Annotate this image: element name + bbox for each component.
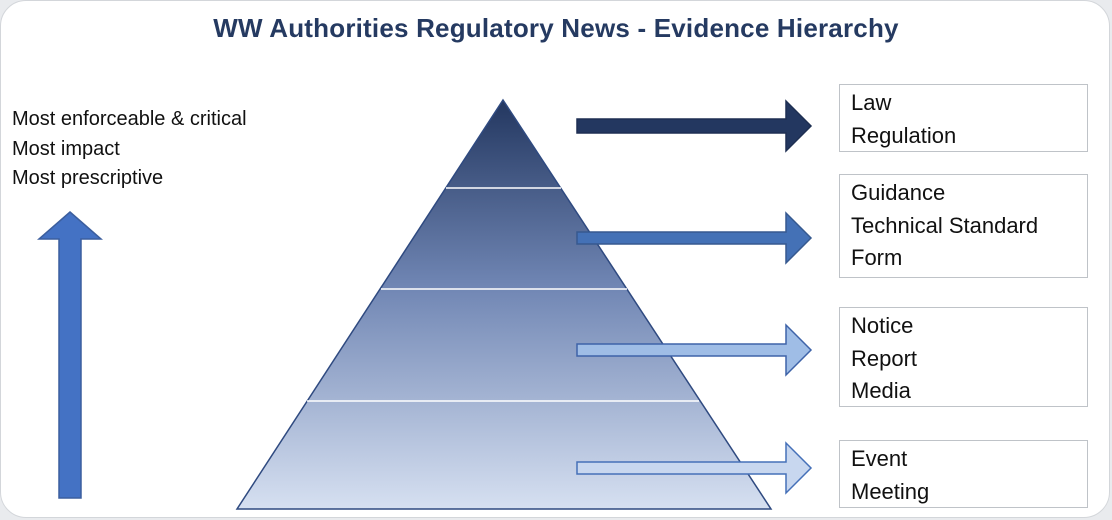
level-box-event: Event Meeting: [839, 440, 1088, 508]
left-notes: Most enforceable & critical Most impact …: [12, 105, 247, 194]
pyramid: [235, 98, 773, 510]
left-note-prescriptive: Most prescriptive: [12, 167, 164, 189]
level-item-guidance: Guidance: [851, 180, 946, 205]
level-arrow-2: [576, 211, 813, 265]
level-box-notice: Notice Report Media: [839, 307, 1088, 407]
level-item-meeting: Meeting: [851, 478, 930, 504]
level-item-regulation: Regulation: [851, 122, 957, 148]
level-box-law: Law Regulation: [839, 84, 1088, 152]
level-item-technical-standard: Technical Standard: [851, 212, 1039, 238]
level-item-report: Report: [851, 345, 918, 371]
level-box-guidance: Guidance Technical Standard Form: [839, 174, 1088, 278]
level-item-notice: Notice: [851, 313, 914, 338]
level-item-media: Media: [851, 378, 911, 403]
level-item-event: Event: [851, 446, 908, 471]
level-arrow-4: [576, 441, 813, 495]
level-item-law: Law: [851, 90, 892, 115]
level-arrow-1: [576, 99, 813, 153]
diagram-title: WW Authorities Regulatory News - Evidenc…: [213, 13, 899, 43]
left-note-impact: Most impact: [12, 137, 120, 160]
level-arrow-3: [576, 323, 813, 377]
level-item-form: Form: [851, 245, 903, 270]
left-note-enforceable: Most enforceable & critical: [12, 108, 247, 130]
vertical-up-arrow: [36, 211, 104, 499]
